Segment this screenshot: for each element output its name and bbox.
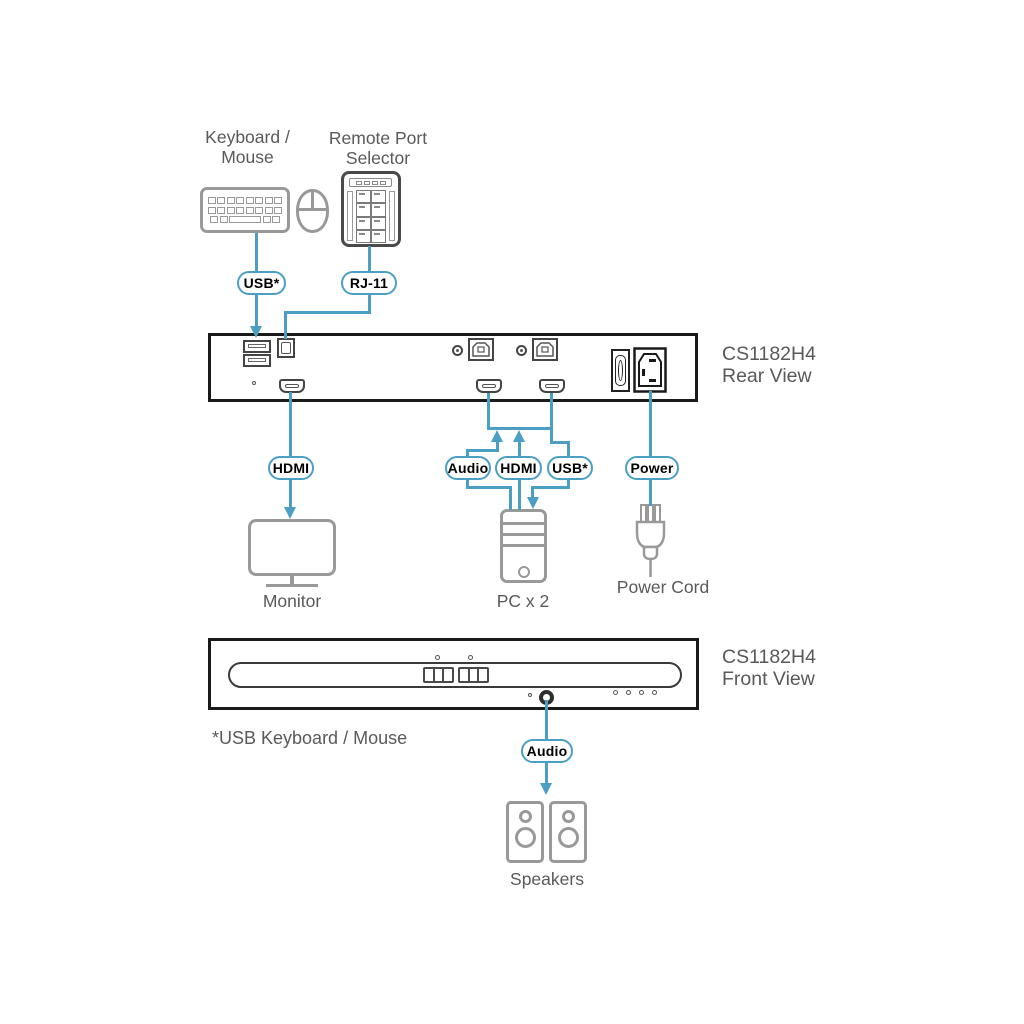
- monitor-label: Monitor: [262, 591, 322, 611]
- cable-bus-horizontal: [487, 427, 553, 430]
- audio-jack-port2-icon: [516, 345, 527, 356]
- monitor-base: [266, 584, 318, 587]
- usb-ports-icon: [243, 340, 271, 367]
- cable-hdmi-pill-to-pc: [518, 480, 521, 510]
- cable-usb-top-jog: [550, 441, 570, 444]
- port-led2-icon: [468, 655, 473, 660]
- pc-icon: [500, 509, 547, 583]
- cable-hdmi-pill-to-monitor: [289, 480, 292, 508]
- cable-audio-pill-to-speakers: [545, 762, 548, 784]
- mouse-icon: [296, 189, 329, 233]
- arrow-up-icon: [491, 430, 503, 442]
- cable-rj11-elbow-v1: [368, 295, 371, 314]
- cable-keyboard-to-usb-pill: [255, 233, 258, 271]
- power-cord-label: Power Cord: [616, 577, 710, 597]
- front-view-text: Front View: [722, 668, 815, 690]
- arrow-up-icon: [513, 430, 525, 442]
- status-led-icon: [639, 690, 644, 695]
- audio-speakers-pill: Audio: [521, 739, 573, 763]
- cable-audio-down-stub: [466, 480, 469, 489]
- power-switch-icon: [611, 349, 630, 392]
- cable-usb-pill-to-rear: [255, 295, 258, 327]
- remote-port-selector-label: Remote Port Selector: [328, 128, 428, 168]
- model-name: CS1182H4: [722, 343, 816, 365]
- speaker-left-icon: [506, 801, 544, 863]
- model-name: CS1182H4: [722, 646, 816, 668]
- keyboard-icon: [200, 187, 290, 233]
- port-select-button1-icon: [423, 667, 454, 683]
- arrow-down-icon: [540, 783, 552, 795]
- usb-pc-pill: USB*: [547, 456, 593, 480]
- cable-usb-down-jog: [531, 486, 570, 489]
- arrow-down-icon: [284, 507, 296, 519]
- cable-jack-to-audio-pill: [545, 700, 548, 739]
- front-mic-dot-icon: [528, 693, 532, 697]
- footnote-label: *USB Keyboard / Mouse: [212, 728, 408, 748]
- cable-rear-to-power-pill: [649, 391, 652, 457]
- status-led-icon: [613, 690, 618, 695]
- remote-port-selector-icon: [341, 171, 401, 247]
- hdmi-port-pc1-icon: [476, 379, 502, 393]
- cable-selector-to-rj11-pill: [368, 246, 371, 271]
- selector-buttons: [356, 190, 386, 243]
- front-view-label: CS1182H4 Front View: [722, 646, 816, 690]
- arrow-down-icon: [250, 326, 262, 338]
- speakers-label: Speakers: [510, 869, 584, 889]
- status-led-icon: [652, 690, 657, 695]
- port-led1-icon: [435, 655, 440, 660]
- rj11-pill: RJ-11: [341, 271, 397, 295]
- cable-hdmi-up-shaft: [518, 441, 521, 457]
- pc-power-button-icon: [517, 566, 530, 578]
- rear-view-text: Rear View: [722, 365, 812, 387]
- power-cord-icon: [629, 503, 673, 583]
- keyboard-mouse-label: Keyboard / Mouse: [205, 127, 290, 167]
- audio-jack-port1-icon: [452, 345, 463, 356]
- rj11-port-icon: [277, 338, 295, 358]
- reset-pinhole-icon: [252, 381, 256, 385]
- status-led-icon: [626, 690, 631, 695]
- front-bezel-slot: [228, 662, 682, 688]
- usb-keyboard-pill: USB*: [237, 271, 286, 295]
- usb-b-port1-icon: [468, 338, 494, 366]
- cable-audio-down-jog: [466, 486, 512, 489]
- cable-bus-right: [550, 393, 553, 444]
- rear-view-label: CS1182H4 Rear View: [722, 343, 816, 387]
- hdmi-port-console-icon: [279, 379, 305, 393]
- cable-bus-left: [487, 393, 490, 430]
- monitor-stand: [290, 575, 294, 585]
- cable-audio-up-stub: [466, 449, 469, 457]
- selector-led-bar: [349, 178, 392, 187]
- hdmi-port-pc2-icon: [539, 379, 565, 393]
- cable-usb-down-shaft: [531, 486, 534, 498]
- hdmi-monitor-pill: HDMI: [268, 456, 314, 480]
- cable-usb-top-stub: [567, 441, 570, 457]
- hdmi-pc-pill: HDMI: [495, 456, 542, 480]
- power-pill: Power: [625, 456, 679, 480]
- cable-audio-down-shaft: [509, 486, 512, 510]
- cable-audio-up-jog: [466, 449, 499, 452]
- cable-rear-to-hdmi-pill: [289, 392, 292, 456]
- cable-rj11-elbow-h: [284, 311, 371, 314]
- pc-label: PC x 2: [496, 591, 550, 611]
- audio-pc-pill: Audio: [445, 456, 491, 480]
- monitor-icon: [248, 519, 336, 576]
- usb-b-port2-icon: [532, 338, 558, 366]
- speaker-right-icon: [549, 801, 587, 863]
- cable-power-pill-to-cord: [649, 480, 652, 506]
- cable-rj11-elbow-v2: [284, 311, 287, 339]
- cable-usb-down-stub: [567, 480, 570, 489]
- cable-audio-up-shaft: [496, 441, 499, 452]
- front-panel: [208, 638, 699, 710]
- port-select-button2-icon: [458, 667, 489, 683]
- arrow-down-icon: [527, 497, 539, 509]
